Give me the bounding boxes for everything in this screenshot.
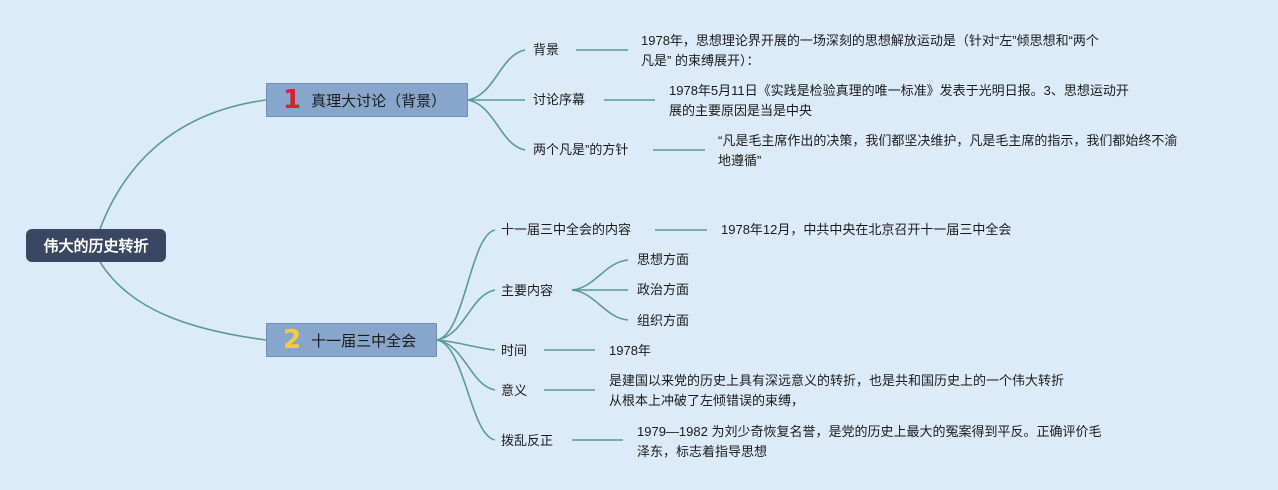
detail-line: 1978年5月11日《实践是检验真理的唯一标准》发表于光明日报。3、思想运动开 (669, 83, 1129, 98)
topic-discussion-prelude[interactable]: 讨论序幕 (533, 92, 586, 107)
detail-two-whatevers[interactable]: “凡是毛主席作出的决策，我们都坚决维护，凡是毛主席的指示，我们都始终不渝 地遵循… (718, 131, 1177, 171)
connector-b1-topic1 (467, 49, 526, 101)
detail-line: 凡是” 的束缚展开）： (641, 53, 760, 68)
number-2-icon: 2 (283, 325, 302, 355)
topic-significance[interactable]: 意义 (501, 383, 528, 398)
detail-background[interactable]: 1978年，思想理论界开展的一场深刻的思想解放运动是（针对“左”倾思想和“两个 … (641, 31, 1099, 71)
connector-main-content-3 (571, 289, 629, 321)
detail-line: 泽东，标志着指导思想 (637, 444, 768, 459)
detail-rectification[interactable]: 1979—1982 为刘少奇恢复名誉，是党的历史上最大的冤案得到平反。正确评价毛… (637, 422, 1101, 462)
connector-root-branch1 (99, 99, 267, 230)
connector-b1-topic3 (467, 99, 526, 151)
branch-node-truth-discussion[interactable]: 1 真理大讨论（背景） (266, 83, 468, 117)
detail-line: 1979—1982 为刘少奇恢复名誉，是党的历史上最大的冤案得到平反。正确评价毛 (637, 424, 1102, 439)
connector-b2-topic5 (436, 339, 496, 441)
root-node[interactable]: 伟大的历史转折 (26, 229, 166, 262)
detail-line: 从根本上冲破了左倾错误的束缚， (609, 393, 805, 408)
detail-line: “凡是毛主席作出的决策，我们都坚决维护，凡是毛主席的指示，我们都始终不渝 (718, 133, 1178, 148)
detail-discussion-prelude[interactable]: 1978年5月11日《实践是检验真理的唯一标准》发表于光明日报。3、思想运动开 … (669, 81, 1129, 121)
number-1-icon: 1 (283, 85, 302, 115)
branch-label: 十一届三中全会 (311, 332, 417, 350)
topic-plenum-content[interactable]: 十一届三中全会的内容 (501, 222, 632, 237)
connector-b2-topic3 (436, 339, 496, 351)
detail-significance[interactable]: 是建国以来党的历史上具有深远意义的转折，也是共和国历史上的一个伟大转折 从根本上… (609, 371, 1064, 411)
detail-line: 1978年12月，中共中央在北京召开十一届三中全会 (721, 222, 1012, 237)
topic-background[interactable]: 背景 (533, 42, 560, 57)
topic-time[interactable]: 时间 (501, 343, 528, 358)
topic-main-content[interactable]: 主要内容 (501, 283, 554, 298)
subtopic-organization[interactable]: 组织方面 (637, 313, 690, 328)
topic-two-whatevers[interactable]: 两个凡是”的方针 (533, 142, 629, 157)
subtopic-ideology[interactable]: 思想方面 (637, 252, 690, 267)
detail-time[interactable]: 1978年 (609, 341, 651, 361)
connector-b2-topic2 (436, 289, 496, 341)
detail-line: 地遵循” (718, 153, 762, 168)
detail-line: 1978年 (609, 343, 651, 358)
topic-rectification[interactable]: 拨乱反正 (501, 433, 554, 448)
detail-line: 是建国以来党的历史上具有深远意义的转折，也是共和国历史上的一个伟大转折 (609, 373, 1065, 388)
branch-node-third-plenum[interactable]: 2 十一届三中全会 (266, 323, 437, 357)
connector-b2-topic4 (436, 339, 496, 391)
connector-root-branch2 (99, 261, 267, 341)
detail-line: 1978年，思想理论界开展的一场深刻的思想解放运动是（针对“左”倾思想和“两个 (641, 33, 1099, 48)
root-label: 伟大的历史转折 (43, 238, 149, 255)
detail-line: 展的主要原因是当是中央 (669, 103, 813, 118)
branch-label: 真理大讨论（背景） (311, 92, 447, 110)
subtopic-politics[interactable]: 政治方面 (637, 282, 690, 297)
connector-main-content-1 (571, 259, 629, 291)
detail-plenum-content[interactable]: 1978年12月，中共中央在北京召开十一届三中全会 (721, 220, 1011, 240)
connector-b2-topic1 (436, 229, 496, 341)
